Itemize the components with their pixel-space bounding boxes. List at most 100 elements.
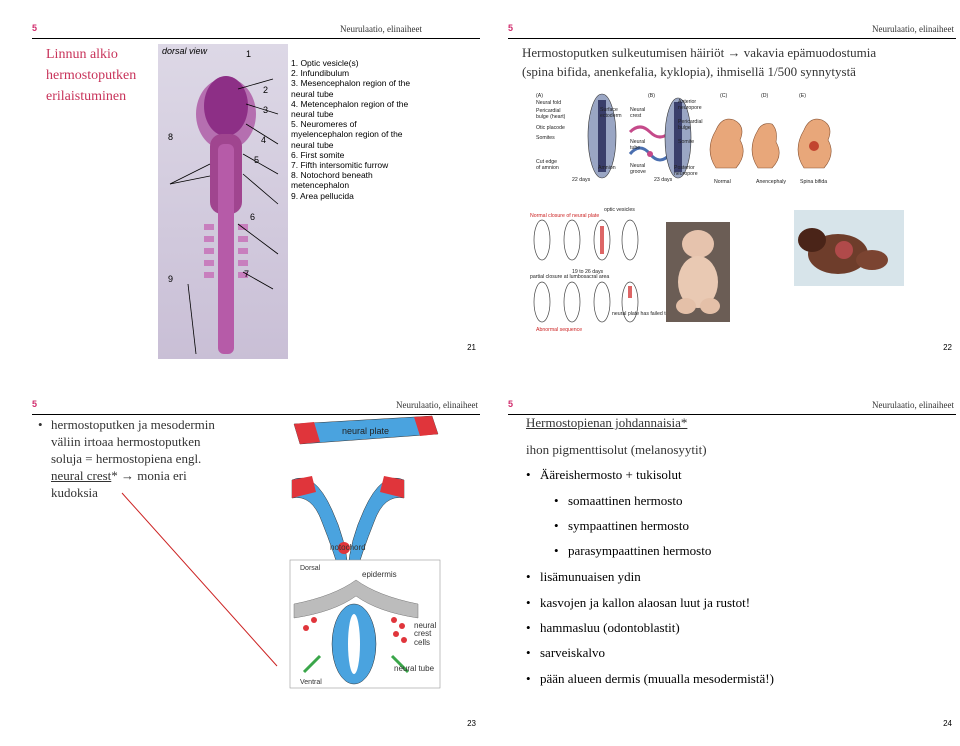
label-line: crest (414, 629, 432, 639)
title-line: Linnun alkio (46, 47, 118, 62)
neural-crest-term: neural crest (51, 468, 112, 483)
marker-8: 8 (168, 132, 174, 142)
legend-line: 5. Neuromeres of (291, 119, 357, 130)
bullet-line: neural crest* → monia eri (51, 467, 215, 484)
fig-a-label: (A) (536, 93, 543, 99)
fig-a-text: Somites (536, 135, 555, 141)
fig-a-text: groove (630, 169, 646, 175)
fig-c-label: (C) (720, 93, 728, 99)
legend-line: neural tube (291, 109, 334, 120)
fig-d-label: (D) (761, 93, 769, 99)
view-label: dorsal view (162, 46, 208, 56)
slide-title: Linnun alkio hermostoputken erilaistumin… (46, 44, 136, 107)
bullet-line: kudoksia (51, 485, 98, 500)
label-line: cells (414, 637, 431, 647)
fig-b-label: (B) (648, 93, 655, 99)
seq-mid3-text: neural plate has failed to close (612, 311, 683, 317)
page-number: 23 (467, 719, 476, 728)
marker-6: 6 (250, 212, 256, 222)
slide-number: 5 (32, 399, 38, 409)
fig-a-text: Cut edge (536, 159, 558, 165)
fig-a-text: tube (630, 145, 641, 151)
list-item: kasvojen ja kallon alaosan luut ja rusto… (526, 595, 750, 611)
legend-line: myelencephalon region of the (291, 129, 403, 140)
fig-b-text: Posterior (674, 165, 695, 171)
slide-number: 5 (508, 399, 514, 409)
notochord-label: notochord (330, 543, 366, 552)
fig-b-text: neuropore (678, 105, 702, 111)
neural-crest-diagram (121, 415, 441, 689)
fig-a-text: Neural (630, 107, 646, 113)
list-item: Ääreishermosto + tukisolut (526, 467, 682, 483)
slide-21: 5 Linnun alkio hermostoputken erilaistum… (32, 22, 480, 359)
slide-title: Hermostopienan johdannaisia* (526, 415, 688, 430)
ventral-label: Ventral (300, 679, 322, 686)
fig-a-day: 22 days (572, 177, 591, 183)
legend-line: 4. Metencephalon region of the (291, 98, 409, 109)
dorsal-label: Dorsal (300, 565, 321, 572)
fig-b-text: Somite (678, 139, 695, 145)
fig-a-text: Neural fold (536, 100, 562, 106)
marker-2: 2 (263, 85, 269, 95)
fig-b-text: Pericardial (678, 119, 703, 125)
seq-bottom-text: Abnormal sequence (536, 327, 583, 333)
neural-plate-sequence (533, 219, 639, 323)
legend-line: 9. Area pellucida (291, 190, 354, 201)
slide-header: 5 Neurulaatio, elinaiheet (508, 22, 956, 39)
seq-mid-text: 19 to 26 days (572, 269, 604, 275)
seq-top-text: Normal closure of neural plate (530, 213, 600, 219)
fig-e-caption: Spina bifida (800, 179, 828, 185)
fig-a-text: Neural (630, 139, 646, 145)
neural-crest-label: neural crest cells (414, 621, 437, 647)
marker-9: 9 (168, 274, 174, 284)
bullet-line: soluja = hermostopiena engl. (51, 451, 202, 466)
intro-line: ihon pigmenttisolut (melanosyytit) (526, 442, 707, 457)
slide-topic: Neurulaatio, elinaiheet (872, 400, 954, 410)
legend-line: 1. Optic vesicle(s) (291, 58, 359, 68)
slide-24: 5 Neurulaatio, elinaiheet Hermostopienan… (508, 398, 956, 728)
neural-tube-label: neural tube (394, 664, 435, 673)
slide-header: 5 Neurulaatio, elinaiheet (32, 398, 480, 415)
slide-topic: Neurulaatio, elinaiheet (396, 400, 478, 410)
slide-number: 5 (32, 23, 38, 33)
slide-22: 5 Neurulaatio, elinaiheet Hermostoputken… (508, 22, 956, 352)
fig-a-text: crest (630, 113, 642, 119)
slide-heading: Hermostoputken sulkeutumisen häiriöt → v… (522, 43, 876, 81)
fig-a-text: Pericardial (536, 108, 561, 114)
bullet-dot: • (38, 417, 43, 432)
title-line: hermostoputken (46, 68, 137, 83)
fetus-drawings (709, 118, 832, 169)
title-line: erilaistuminen (46, 89, 127, 104)
anencephaly-photo (666, 222, 730, 322)
marker-5: 5 (254, 155, 260, 165)
heading-line: Hermostoputken sulkeutumisen häiriöt → v… (522, 45, 877, 60)
fig-a-text: Amnion (598, 165, 616, 171)
fig-b-day: 23 days (654, 177, 673, 183)
fig-b-text: Anterior (678, 99, 697, 105)
bullet-line-tail: * → monia eri (111, 468, 187, 483)
marker-4: 4 (261, 135, 267, 145)
embryo-photo (158, 44, 288, 359)
bullet-text: • hermostoputken ja mesodermin väliin ir… (38, 416, 215, 501)
neural-tube-closure-figure (587, 93, 692, 179)
list-item: pään alueen dermis (muualla mesodermistä… (526, 671, 774, 687)
page-number: 22 (943, 343, 952, 352)
marker-1: 1 (246, 49, 252, 59)
slide-topic: Neurulaatio, elinaiheet (872, 24, 954, 34)
bullet-line: hermostoputken ja mesodermin (51, 417, 215, 432)
fig-a-text: Surface (600, 107, 618, 113)
slide-number: 5 (508, 23, 514, 33)
fig-e-label: (E) (799, 93, 806, 99)
list-item: somaattinen hermosto (554, 493, 683, 509)
page-number: 21 (467, 343, 476, 352)
slide-header: 5 Neurulaatio, elinaiheet (508, 398, 956, 415)
seq-mid2-text: partial closure at lumbosacral area (530, 274, 610, 280)
slide-23: 5 Neurulaatio, elinaiheet • hermostoputk… (32, 398, 480, 728)
label-line: neural (414, 621, 437, 630)
marker-7: 7 (244, 269, 250, 279)
marker-3: 3 (263, 105, 269, 115)
structure-legend: 1. Optic vesicle(s) 2. Infundibulum 3. M… (291, 58, 410, 201)
list-item: sarveiskalvo (526, 645, 605, 661)
fig-a-text: Otic placode (536, 125, 565, 131)
legend-line: 3. Mesencephalon region of the (291, 78, 411, 89)
